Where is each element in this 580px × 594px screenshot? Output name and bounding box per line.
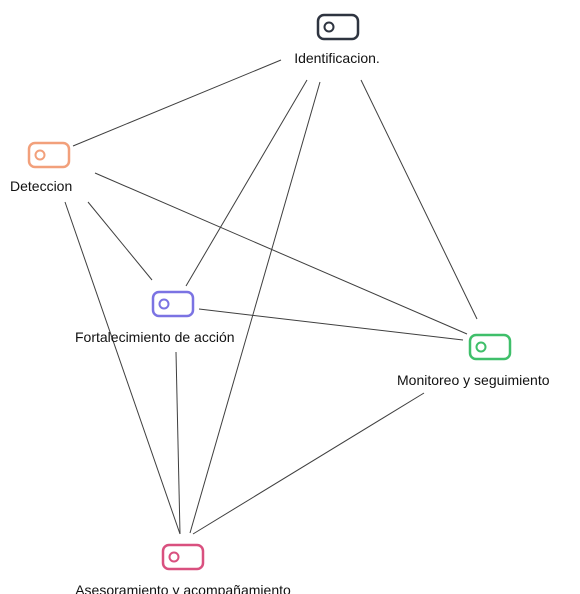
node-label-monitoreo: Monitoreo y seguimiento: [397, 372, 550, 388]
edge-deteccion-asesoramiento: [64, 201, 181, 535]
node-asesoramiento[interactable]: Asesoramiento y acompañamiento: [75, 543, 291, 594]
edge-identificacion-asesoramiento: [189, 81, 321, 534]
edge-identificacion-deteccion: [72, 59, 282, 147]
node-identificacion[interactable]: Identificacion.: [294, 13, 380, 66]
node-label-fortalecimiento: Fortalecimiento de acción: [75, 329, 235, 345]
node-label-identificacion: Identificacion.: [294, 50, 380, 66]
edge-monitoreo-asesoramiento: [192, 392, 425, 535]
edge-deteccion-fortalecimiento: [87, 201, 153, 281]
toggle-icon: [27, 141, 71, 169]
edge-fortalecimiento-asesoramiento: [175, 351, 181, 535]
node-fortalecimiento[interactable]: Fortalecimiento de acción: [75, 290, 235, 345]
edges-layer: [64, 59, 478, 535]
node-label-deteccion: Deteccion: [10, 178, 72, 194]
edge-identificacion-monitoreo: [360, 79, 478, 320]
edge-identificacion-fortalecimiento: [185, 79, 308, 287]
edge-deteccion-monitoreo: [94, 172, 468, 335]
edge-fortalecimiento-monitoreo: [198, 308, 464, 341]
toggle-icon: [316, 13, 360, 41]
node-monitoreo[interactable]: Monitoreo y seguimiento: [397, 333, 550, 388]
toggle-icon: [151, 290, 195, 318]
nodes-layer: Identificacion. DeteccionFortalecimiento …: [10, 13, 550, 594]
toggle-icon: [161, 543, 205, 571]
node-label-asesoramiento: Asesoramiento y acompañamiento: [75, 582, 291, 594]
toggle-icon: [468, 333, 512, 361]
node-deteccion[interactable]: Deteccion: [10, 141, 72, 194]
